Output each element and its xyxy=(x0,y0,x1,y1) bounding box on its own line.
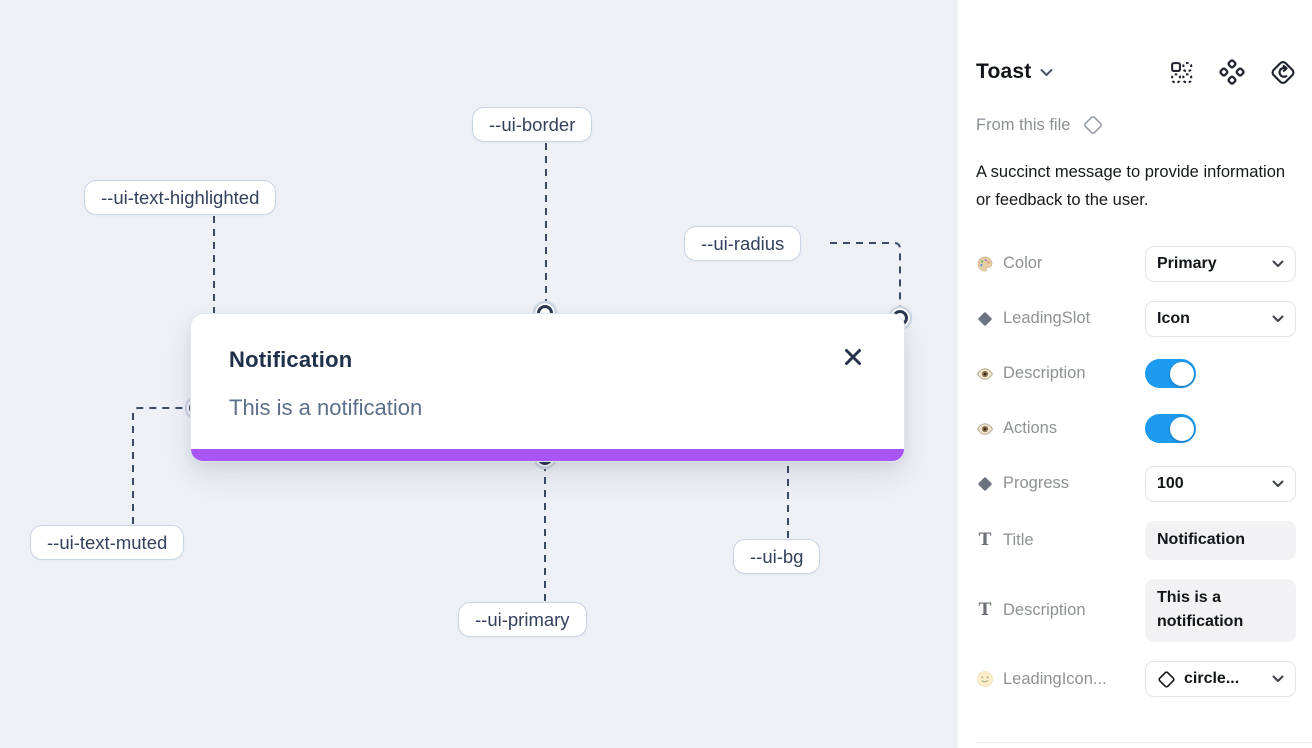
library-grid-icon[interactable] xyxy=(1168,59,1194,85)
leadingslot-select-value: Icon xyxy=(1157,309,1190,327)
actions-toggle[interactable] xyxy=(1145,414,1196,444)
css-var-label-ui-radius[interactable]: --ui-radius xyxy=(684,226,802,261)
property-rows: Color Primary LeadingSlot xyxy=(976,245,1296,698)
chevron-down-icon xyxy=(1272,260,1284,267)
component-icon[interactable] xyxy=(1219,59,1245,85)
progress-select[interactable]: 100 xyxy=(1145,465,1296,502)
panel-header: Toast xyxy=(976,56,1296,88)
close-icon xyxy=(845,349,861,365)
property-row-leadingicon: LeadingIcon... circle... xyxy=(976,661,1296,698)
chevron-down-icon xyxy=(1272,315,1284,322)
connector-line-ui-radius xyxy=(830,242,901,309)
toast-progress-bar xyxy=(191,449,904,461)
color-select-value: Primary xyxy=(1157,254,1217,272)
diamond-icon xyxy=(976,475,994,493)
toggle-knob xyxy=(1169,361,1194,386)
source-label: From this file xyxy=(976,115,1071,134)
css-var-label-ui-primary[interactable]: --ui-primary xyxy=(458,602,587,637)
source-row: From this file xyxy=(976,114,1296,136)
property-row-description-toggle: Description xyxy=(976,356,1296,392)
component-name: Toast xyxy=(976,60,1032,83)
smiley-icon xyxy=(976,670,994,688)
property-label: Progress xyxy=(1003,474,1070,493)
chevron-down-icon xyxy=(1040,68,1053,76)
property-row-color: Color Primary xyxy=(976,245,1296,282)
progress-select-value: 100 xyxy=(1157,474,1184,492)
description-toggle[interactable] xyxy=(1145,359,1196,389)
property-row-description-text: T Description This is a notification xyxy=(976,578,1296,643)
eye-icon xyxy=(976,365,994,383)
toggle-knob xyxy=(1169,416,1194,441)
property-label: Description xyxy=(1003,600,1086,619)
toast-close-button[interactable] xyxy=(840,344,866,370)
css-var-label-ui-text-muted[interactable]: --ui-text-muted xyxy=(30,525,185,560)
chevron-down-icon xyxy=(1272,675,1284,683)
chevron-down-icon xyxy=(1272,480,1284,487)
panel-bottom-divider xyxy=(976,742,1312,743)
property-label: Color xyxy=(1003,254,1043,273)
toast-title: Notification xyxy=(229,347,353,372)
design-canvas[interactable]: Notification This is a notification --ui… xyxy=(0,0,958,748)
property-row-progress: Progress 100 xyxy=(976,465,1296,502)
property-label: LeadingSlot xyxy=(1003,309,1091,328)
property-row-title: T Title Notification xyxy=(976,520,1296,560)
text-icon: T xyxy=(978,600,992,621)
property-label: Description xyxy=(1003,364,1086,383)
color-select[interactable]: Primary xyxy=(1145,245,1296,282)
property-row-actions-toggle: Actions xyxy=(976,411,1296,447)
property-row-leadingslot: LeadingSlot Icon xyxy=(976,300,1296,337)
property-label: Title xyxy=(1003,530,1034,549)
leadingslot-select[interactable]: Icon xyxy=(1145,300,1296,337)
component-description: A succinct message to provide informatio… xyxy=(976,163,1286,210)
properties-panel: Toast xyxy=(958,0,1312,748)
eye-icon xyxy=(976,420,994,438)
swap-instance-icon[interactable] xyxy=(1270,59,1296,85)
text-icon: T xyxy=(978,530,992,551)
component-selector[interactable]: Toast xyxy=(976,60,1053,84)
diamond-icon xyxy=(976,310,994,328)
toast-description: This is a notification xyxy=(229,395,423,420)
css-var-label-ui-border[interactable]: --ui-border xyxy=(472,107,593,142)
toast-component-preview[interactable]: Notification This is a notification xyxy=(190,313,905,462)
description-text-field[interactable]: This is a notification xyxy=(1145,578,1296,643)
property-label: Actions xyxy=(1003,419,1058,438)
connector-line-ui-text-muted xyxy=(132,407,188,524)
palette-icon xyxy=(976,255,994,273)
leadingicon-select-value: circle... xyxy=(1184,670,1240,688)
css-var-label-ui-bg[interactable]: --ui-bg xyxy=(733,539,821,574)
leadingicon-select[interactable]: circle... xyxy=(1145,661,1296,698)
property-label: LeadingIcon... xyxy=(1003,669,1107,688)
icon-diamond-glyph xyxy=(1157,670,1176,689)
title-text-field[interactable]: Notification xyxy=(1145,520,1296,560)
css-var-label-ui-text-highlighted[interactable]: --ui-text-highlighted xyxy=(84,180,277,215)
file-diamond-icon xyxy=(1084,116,1103,134)
